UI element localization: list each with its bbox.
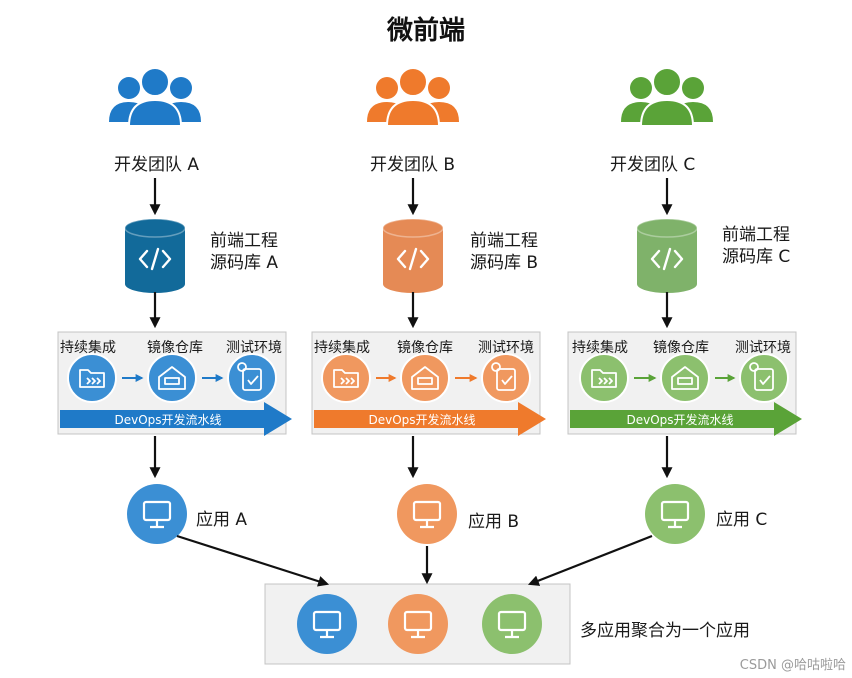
stage-a-0: [67, 353, 117, 403]
warehouse-icon: [158, 366, 186, 390]
repo-c-label-line1: 前端工程: [722, 225, 790, 245]
team-a-label: 开发团队 A: [114, 155, 200, 175]
monitor-icon: [142, 500, 172, 529]
team-c-icon: [621, 67, 713, 127]
stage-a-registry-label: 镜像仓库: [147, 340, 203, 356]
checklist-icon: [749, 362, 774, 391]
repo-a-icon: [124, 218, 186, 293]
app-a-icon: [127, 484, 187, 544]
repo-a-label-line1: 前端工程: [210, 231, 278, 251]
arrow-app-c-aggregate: [527, 534, 653, 586]
pipeline-c-arrow: [570, 402, 802, 436]
stage-b-2: [481, 353, 531, 403]
team-c-label: 开发团队 C: [610, 155, 696, 175]
arrow-app-a-aggregate: [176, 534, 330, 587]
stage-c-test-label: 测试环境: [735, 340, 791, 356]
stage-a-test-label: 测试环境: [226, 340, 282, 356]
repo-a-label: 前端工程 源码库 A: [210, 230, 278, 274]
pipeline-c-label: DevOps开发流水线: [626, 413, 734, 427]
stage-b-1: [400, 353, 450, 403]
code-icon: [138, 247, 172, 271]
column-c: [567, 67, 802, 544]
pipeline-b-arrow: [314, 402, 546, 436]
app-a-label: 应用 A: [196, 510, 248, 530]
repo-c-label: 前端工程 源码库 C: [722, 224, 790, 268]
repo-b-label-line1: 前端工程: [470, 231, 538, 251]
team-a-icon: [109, 67, 201, 127]
column-b: [311, 67, 546, 544]
team-b-label: 开发团队 B: [370, 155, 456, 175]
repo-b-icon: [382, 218, 444, 293]
stage-c-ci-label: 持续集成: [572, 340, 628, 356]
code-icon: [396, 247, 430, 271]
stage-a-2: [227, 353, 277, 403]
folder-icon: [333, 369, 359, 388]
app-b-label: 应用 B: [468, 512, 520, 532]
repo-c-label-line2: 源码库 C: [722, 247, 791, 267]
repo-b-label: 前端工程 源码库 B: [470, 230, 538, 274]
monitor-icon: [660, 500, 690, 529]
pipeline-b-label: DevOps开发流水线: [368, 413, 476, 427]
monitor-icon: [312, 610, 342, 639]
watermark: CSDN @哈咕啦哈: [739, 658, 846, 673]
aggregate-label: 多应用聚合为一个应用: [580, 621, 750, 641]
app-b-icon: [397, 484, 457, 544]
folder-icon: [79, 369, 105, 388]
stage-c-0: [579, 353, 629, 403]
stage-b-test-label: 测试环境: [478, 340, 534, 356]
monitor-icon: [403, 610, 433, 639]
stage-b-0: [321, 353, 371, 403]
stage-b-ci-label: 持续集成: [314, 340, 370, 356]
pipeline-a-label: DevOps开发流水线: [114, 413, 222, 427]
diagram-title: 微前端: [386, 16, 465, 46]
warehouse-icon: [411, 366, 439, 390]
code-icon: [650, 247, 684, 271]
repo-a-label-line2: 源码库 A: [210, 253, 279, 273]
checklist-icon: [237, 362, 262, 391]
pipeline-a-arrow: [60, 402, 292, 436]
monitor-icon: [412, 500, 442, 529]
stage-a-1: [147, 353, 197, 403]
aggregate-app-c-icon: [482, 594, 542, 654]
monitor-icon: [497, 610, 527, 639]
app-c-label: 应用 C: [716, 510, 768, 530]
stage-c-2: [739, 353, 789, 403]
repo-b-label-line2: 源码库 B: [470, 253, 539, 273]
app-c-icon: [645, 484, 705, 544]
checklist-icon: [491, 362, 516, 391]
team-b-icon: [367, 67, 459, 127]
folder-icon: [591, 369, 617, 388]
aggregate-app-a-icon: [297, 594, 357, 654]
stage-b-registry-label: 镜像仓库: [397, 340, 453, 356]
column-a: [57, 67, 292, 544]
stage-c-registry-label: 镜像仓库: [653, 340, 709, 356]
stage-a-ci-label: 持续集成: [60, 340, 116, 356]
repo-c-icon: [636, 218, 698, 293]
aggregate-app-b-icon: [388, 594, 448, 654]
stage-c-1: [660, 353, 710, 403]
warehouse-icon: [671, 366, 699, 390]
